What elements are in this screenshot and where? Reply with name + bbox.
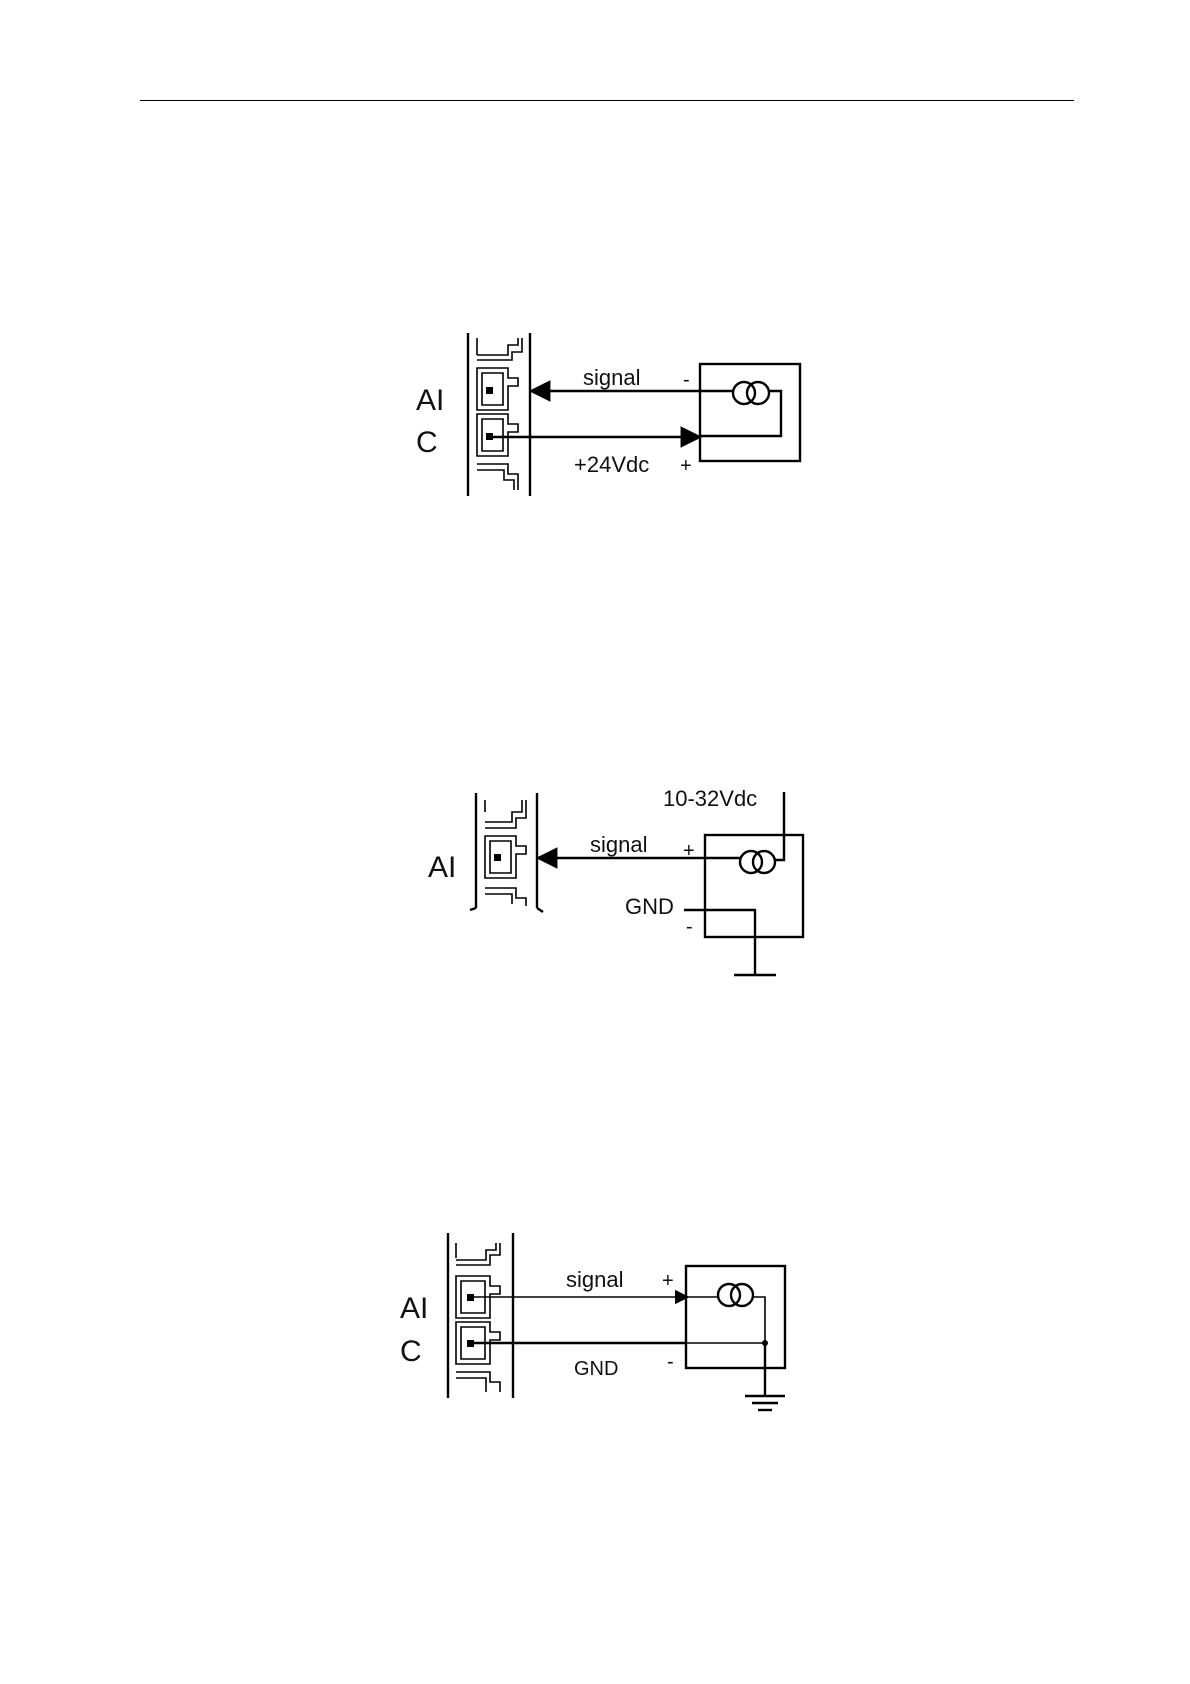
polarity-top: + <box>662 1270 674 1292</box>
terminal-label-c: C <box>400 1335 422 1368</box>
polarity-bottom: - <box>667 1351 674 1373</box>
terminal-block-icon <box>448 1233 513 1398</box>
current-source-icon <box>686 1284 768 1346</box>
terminal-label-ai: AI <box>400 1292 428 1325</box>
wire-label-signal: signal <box>566 1267 623 1292</box>
wire-label-gnd: GND <box>574 1358 618 1380</box>
wiring-diagram-3: AI C signal GND + - <box>0 0 1190 1440</box>
ground-icon <box>745 1343 785 1410</box>
transmitter-box <box>686 1266 785 1368</box>
